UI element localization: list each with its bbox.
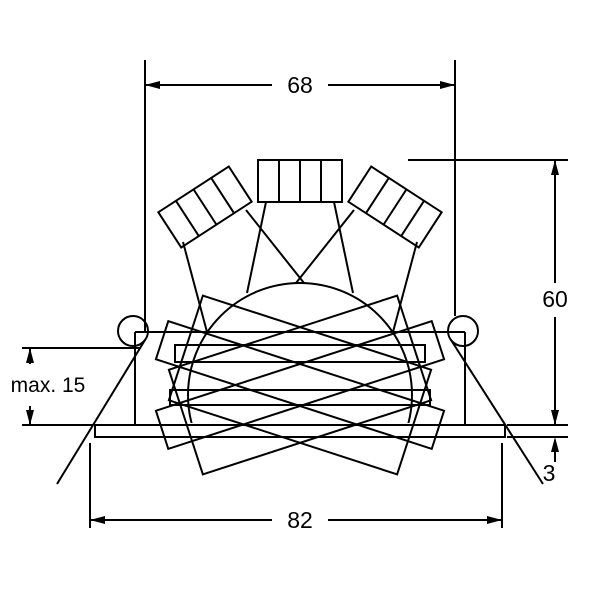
dimension-side-height: 60 (408, 159, 568, 426)
arrow-up-icon (551, 437, 559, 452)
dimension-top-width: 68 (144, 60, 456, 332)
dim-label-top-width: 68 (287, 72, 313, 98)
spring-clip-left (56, 315, 149, 485)
lamp-base-center (257, 159, 343, 203)
arrow-up-icon (551, 160, 559, 175)
arrow-right-icon (440, 81, 455, 89)
dimension-max-recess-depth: max. 15 (11, 347, 140, 426)
spring-clip-right (447, 315, 544, 485)
dim-label-flange-thickness: 3 (543, 460, 556, 486)
lamp-base-right (346, 165, 444, 249)
dimension-bottom-width: 82 (89, 443, 503, 533)
lamp-swivel-positions (154, 294, 446, 476)
arrow-left-icon (90, 516, 105, 524)
arrow-down-icon (26, 410, 34, 425)
dim-label-max-recess-depth: max. 15 (11, 374, 86, 397)
fixture-drawing (56, 159, 544, 485)
lamp-base-left (156, 165, 254, 249)
lamp-dome (187, 282, 413, 423)
arrow-left-icon (145, 81, 160, 89)
trim-flange (94, 424, 506, 438)
arrow-up-icon (26, 348, 34, 363)
arrow-down-icon (551, 410, 559, 425)
lamp-neck-lines (182, 201, 418, 333)
dim-label-side-height: 60 (542, 286, 568, 312)
arrow-right-icon (487, 516, 502, 524)
dimension-flange-thickness: 3 (507, 436, 568, 486)
dim-label-bottom-width: 82 (287, 507, 313, 533)
